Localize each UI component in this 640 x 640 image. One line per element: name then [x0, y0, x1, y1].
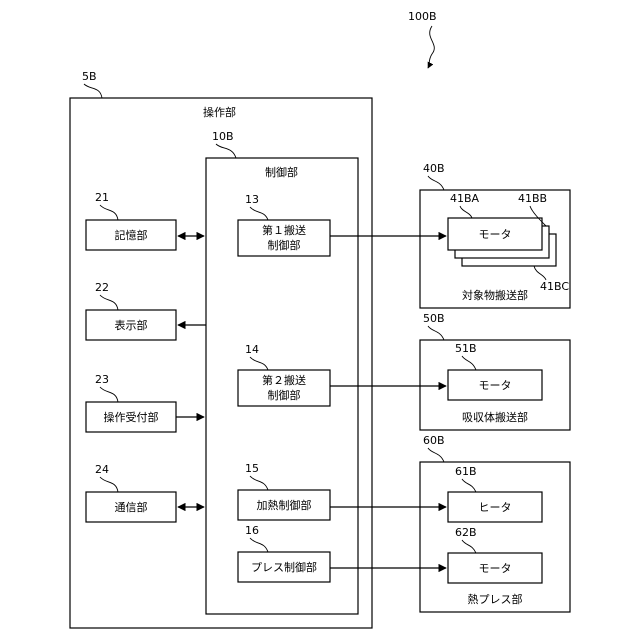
operation-unit-label: 操作部 — [203, 105, 236, 119]
ref-21: 21 — [95, 191, 109, 204]
display-label: 表示部 — [115, 318, 148, 332]
ref-100B: 100B — [408, 10, 437, 23]
heat-press-label: 熱プレス部 — [468, 592, 523, 606]
ref-62B: 62B — [455, 526, 477, 539]
ref-10B: 10B — [212, 130, 234, 143]
ref-15: 15 — [245, 462, 259, 475]
motor-51B-label: モータ — [479, 379, 512, 392]
heat-press-box — [420, 462, 570, 612]
ref-40B-leader — [428, 176, 444, 190]
heater-61B-label: ヒータ — [479, 501, 512, 514]
second-conveyance-control-label-2: 制御部 — [268, 388, 301, 402]
ref-50B: 50B — [423, 312, 445, 325]
control-unit-label: 制御部 — [265, 165, 298, 179]
ref-60B-leader — [428, 448, 444, 462]
ref-40B: 40B — [423, 162, 445, 175]
ref-51B: 51B — [455, 342, 477, 355]
ref-14: 14 — [245, 343, 259, 356]
ref-100B-arrow — [428, 26, 434, 68]
input-receiver-label: 操作受付部 — [104, 410, 159, 424]
ref-23: 23 — [95, 373, 109, 386]
ref-61B: 61B — [455, 465, 477, 478]
ref-5B: 5B — [82, 70, 97, 83]
storage-label: 記憶部 — [115, 228, 148, 242]
target-conveyance-label: 対象物搬送部 — [462, 288, 528, 302]
ref-22: 22 — [95, 281, 109, 294]
ref-24: 24 — [95, 463, 109, 476]
ref-50B-leader — [428, 326, 444, 340]
press-control-label: プレス制御部 — [251, 560, 317, 574]
motor-41-label: モータ — [479, 228, 512, 241]
communication-label: 通信部 — [115, 500, 148, 514]
ref-13: 13 — [245, 193, 259, 206]
ref-41BB: 41BB — [518, 192, 547, 205]
ref-41BA: 41BA — [450, 192, 480, 205]
second-conveyance-control-label-1: 第２搬送 — [262, 373, 306, 387]
first-conveyance-control-label-2: 制御部 — [268, 238, 301, 252]
ref-60B: 60B — [423, 434, 445, 447]
absorber-conveyance-label: 吸収体搬送部 — [462, 410, 528, 424]
motor-62B-label: モータ — [479, 562, 512, 575]
ref-16: 16 — [245, 524, 259, 537]
ref-41BC: 41BC — [540, 280, 569, 293]
first-conveyance-control-label-1: 第１搬送 — [262, 223, 306, 237]
heating-control-label: 加熱制御部 — [257, 498, 312, 512]
ref-5B-leader — [84, 84, 102, 98]
